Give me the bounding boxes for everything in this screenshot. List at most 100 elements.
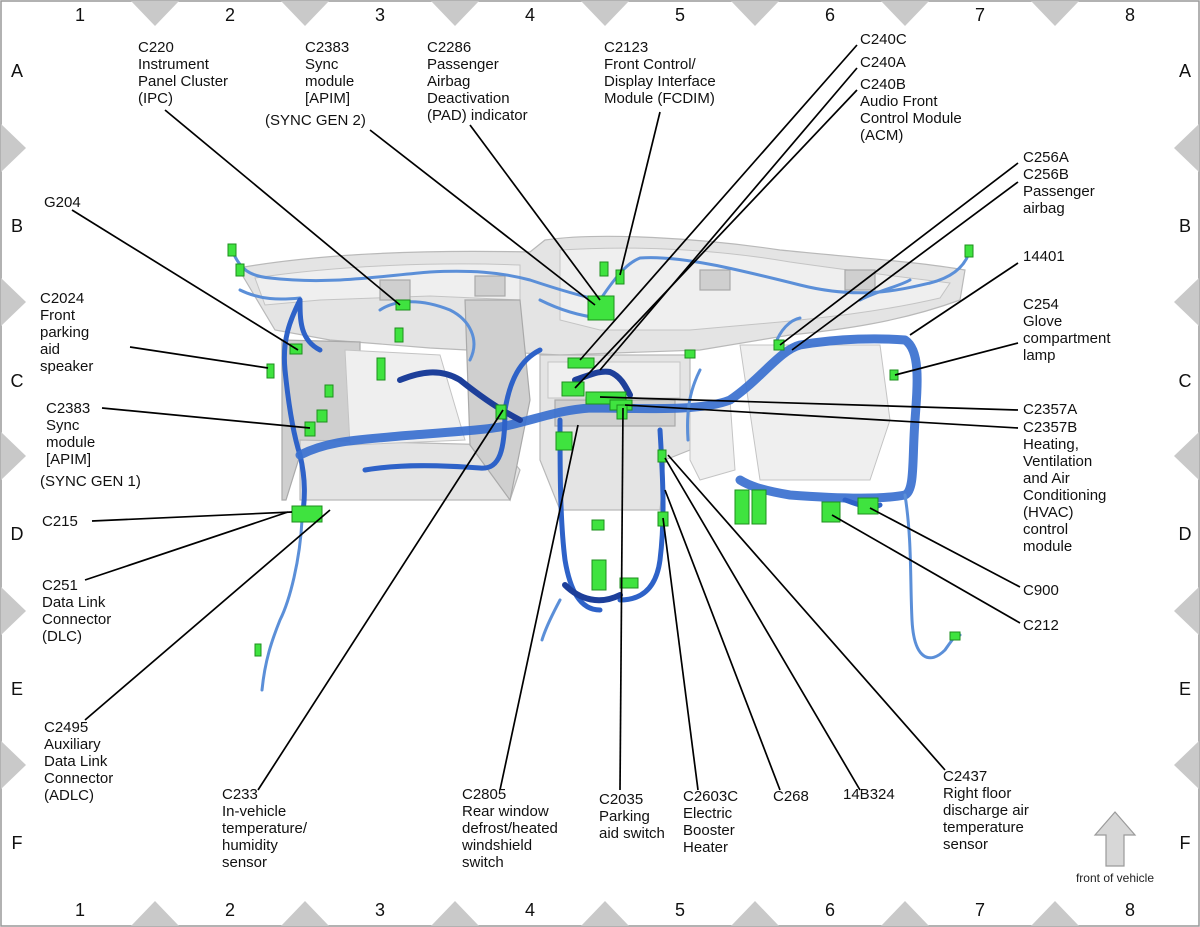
callout-c2357b-line: module	[1023, 538, 1072, 555]
callout-14b324: 14B324	[843, 786, 895, 803]
border-marker-top	[431, 1, 479, 26]
grid-column-label-2: 2	[225, 5, 235, 25]
callout-c2357b-line: and Air	[1023, 470, 1070, 487]
connector-c2603c	[591, 559, 607, 591]
border-marker-top	[581, 1, 629, 26]
border-marker-left	[1, 124, 26, 172]
callout-g204-line: G204	[44, 194, 81, 211]
border-marker-right	[1174, 124, 1199, 172]
callout-c2603c-line: Booster	[683, 822, 735, 839]
callout-c2437-line: Right floor	[943, 785, 1011, 802]
border-marker-bottom	[881, 901, 929, 926]
callout-c2035-line: C2035	[599, 791, 643, 808]
callout-c2603c-line: C2603C	[683, 788, 738, 805]
connector-c2035	[616, 404, 628, 420]
callout-c2495-line: Connector	[44, 770, 113, 787]
border-marker-left	[1, 741, 26, 789]
grid-column-label-8: 8	[1125, 900, 1135, 920]
callout-c2357b-line: Heating,	[1023, 436, 1079, 453]
callout-c220-line: (IPC)	[138, 90, 173, 107]
callout-c240c: C240C	[860, 31, 907, 48]
callout-c2437-line: temperature	[943, 819, 1024, 836]
callout-c240a: C240A	[860, 54, 906, 71]
callout-c2383-gen2-line: (SYNC GEN 2)	[265, 112, 366, 129]
callout-c2495-line: C2495	[44, 719, 88, 736]
callout-c2024-line: Front	[40, 307, 76, 324]
grid-row-label-F: F	[1180, 833, 1191, 853]
up-arrow-icon	[1093, 811, 1137, 867]
connector-c215	[291, 505, 323, 523]
callout-c2805-line: Rear window	[462, 803, 549, 820]
callout-c2805-line: switch	[462, 854, 504, 871]
callout-c251-line: C251	[42, 577, 78, 594]
callout-c256-line: C256B	[1023, 166, 1069, 183]
callout-c240b-line: C240B	[860, 76, 906, 93]
grid-column-label-6: 6	[825, 5, 835, 25]
callout-c2357b-line: Ventilation	[1023, 453, 1092, 470]
grid-row-label-C: C	[1179, 371, 1192, 391]
border-marker-left	[1, 587, 26, 635]
grid-row-label-A: A	[11, 61, 23, 81]
grid-row-label-A: A	[1179, 61, 1191, 81]
border-marker-right	[1174, 432, 1199, 480]
callout-c268: C268	[773, 788, 809, 805]
grid-column-label-4: 4	[525, 900, 535, 920]
callout-c254-line: Glove	[1023, 313, 1062, 330]
callout-c2383-gen1-line: module	[46, 434, 95, 451]
callout-c2024-line: aid	[40, 341, 60, 358]
callout-c2437-line: sensor	[943, 836, 988, 853]
callout-c2603c-line: Electric	[683, 805, 733, 822]
grid-column-label-7: 7	[975, 900, 985, 920]
border-marker-bottom	[731, 901, 779, 926]
callout-c2383-gen2-line: C2383	[305, 39, 349, 56]
callout-c2437-line: discharge air	[943, 802, 1029, 819]
callout-c2357b-line: C2357B	[1023, 419, 1077, 436]
callout-c233-line: In-vehicle	[222, 803, 286, 820]
grid-row-label-B: B	[11, 216, 23, 236]
callout-c2123-line: Display Interface	[604, 73, 716, 90]
grid-column-label-1: 1	[75, 900, 85, 920]
grid-column-label-4: 4	[525, 5, 535, 25]
callout-c256-line: Passenger	[1023, 183, 1095, 200]
callout-c240b-line: (ACM)	[860, 127, 903, 144]
callout-c212-line: C212	[1023, 617, 1059, 634]
callout-c212: C212	[1023, 617, 1059, 634]
callout-c2123-line: Module (FCDIM)	[604, 90, 715, 107]
connector-c2123	[615, 269, 625, 285]
callout-c2357a: C2357A	[1023, 401, 1077, 418]
grid-column-label-3: 3	[375, 5, 385, 25]
callout-c215: C215	[42, 513, 78, 530]
grid-column-label-5: 5	[675, 900, 685, 920]
grid-row-label-D: D	[1179, 524, 1192, 544]
callout-c2495-line: Data Link	[44, 753, 108, 770]
connector-14b324	[657, 449, 667, 463]
callout-c2286-line: Airbag	[427, 73, 470, 90]
connector-c2383-gen1	[304, 421, 316, 437]
callout-c220-line: C220	[138, 39, 174, 56]
callout-c2024-line: speaker	[40, 358, 93, 375]
callout-c220-line: Instrument	[138, 56, 210, 73]
border-marker-right	[1174, 278, 1199, 326]
callout-c2805-line: C2805	[462, 786, 506, 803]
grid-row-label-C: C	[11, 371, 24, 391]
callout-c254-line: lamp	[1023, 347, 1056, 364]
connector-g204	[227, 243, 237, 257]
callout-c251-line: (DLC)	[42, 628, 82, 645]
callout-14401: 14401	[1023, 248, 1065, 265]
callout-c268-line: C268	[773, 788, 809, 805]
callout-c240b-line: Audio Front	[860, 93, 938, 110]
callout-c233-line: C233	[222, 786, 258, 803]
callout-c240a-line: C240A	[860, 54, 906, 71]
border-marker-bottom	[1031, 901, 1079, 926]
